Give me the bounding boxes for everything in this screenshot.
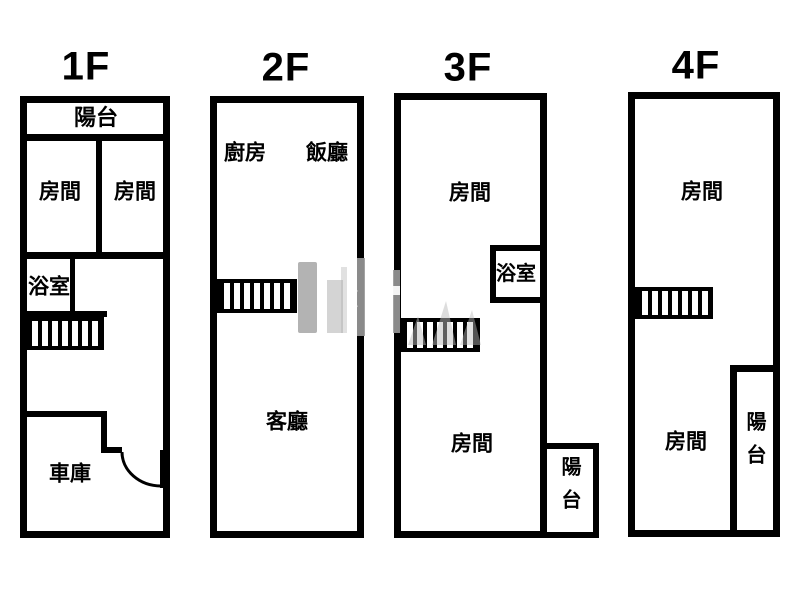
- wall-1f-garage-notch-h: [101, 447, 122, 453]
- floor-title-2f: 2F: [261, 45, 311, 90]
- room-label-1f-garage: 車庫: [49, 462, 91, 486]
- room-label-3f-bathroom: 浴室: [496, 263, 536, 285]
- room-label-1f-bathroom: 浴室: [28, 275, 70, 299]
- wall-1f-garage-notch-v: [101, 411, 107, 453]
- wall-4f-balcony-left: [730, 365, 737, 531]
- room-label-3f-balcony: 陽台: [558, 456, 580, 522]
- floor-title-1f: 1F: [61, 44, 111, 89]
- room-label-4f-room-top: 房間: [681, 180, 723, 204]
- room-label-4f-room-bottom: 房間: [665, 430, 707, 454]
- wall-1f-bath-bottom: [20, 311, 107, 317]
- room-label-4f-balcony: 陽台: [743, 411, 765, 477]
- room-label-2f-living: 客廳: [266, 410, 308, 434]
- stairs-4f: [634, 287, 713, 319]
- room-label-2f-dining: 飯廳: [306, 141, 348, 165]
- floor-title-4f: 4F: [671, 43, 721, 88]
- floor-3f-balcony-box: [541, 443, 599, 538]
- garage-door-leaf: [160, 450, 165, 488]
- floor-3f-bathroom-box: [490, 245, 547, 303]
- room-label-1f-room-right: 房間: [114, 180, 156, 204]
- garage-door-arc: [120, 451, 162, 488]
- floor-4f-outline: [628, 92, 780, 537]
- room-label-3f-room-top: 房間: [449, 181, 491, 205]
- wall-1f-balcony-bottom: [20, 134, 170, 141]
- wall-1f-garage-top: [20, 411, 107, 417]
- floor-title-3f: 3F: [443, 45, 493, 90]
- watermark: [298, 258, 481, 345]
- floor-1f-outline: [20, 96, 170, 538]
- room-label-1f-room-left: 房間: [39, 180, 81, 204]
- room-label-3f-room-bottom: 房間: [451, 432, 493, 456]
- stairs-1f: [24, 317, 104, 350]
- room-label-1f-balcony: 陽台: [73, 105, 119, 130]
- wall-1f-mid-horizontal: [20, 252, 170, 259]
- room-label-2f-kitchen: 廚房: [224, 141, 266, 165]
- stairs-2f: [216, 279, 297, 313]
- wall-1f-bath-right: [70, 259, 75, 317]
- wall-1f-room-divider: [96, 141, 102, 258]
- wall-4f-balcony-top: [730, 365, 775, 372]
